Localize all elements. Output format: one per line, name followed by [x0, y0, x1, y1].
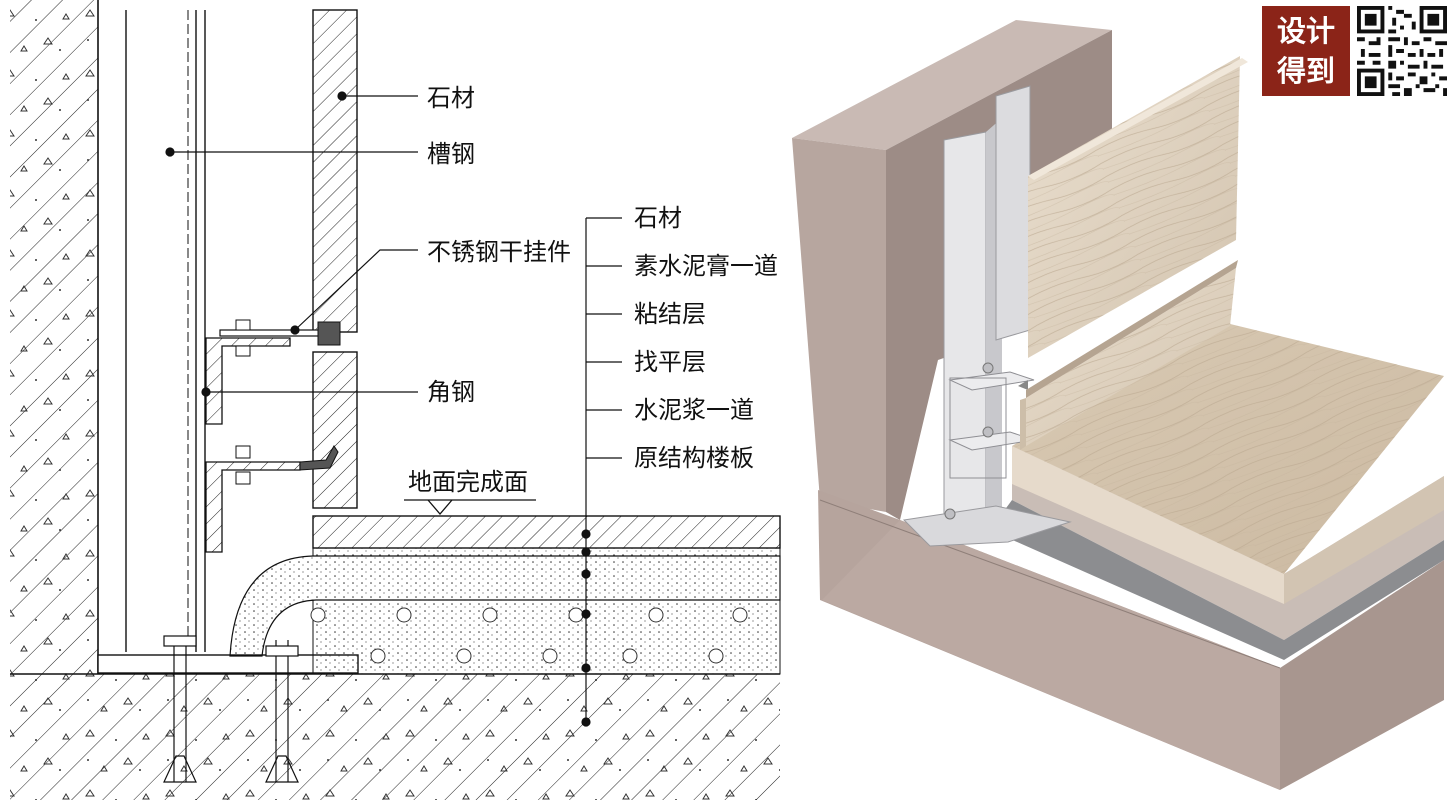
- section-drawing: [10, 0, 781, 800]
- label-stone: 石材: [427, 84, 475, 112]
- label-angle-steel: 角钢: [427, 378, 475, 406]
- axonometric-render: [792, 20, 1444, 790]
- floor-layer-label: 水泥浆一道: [634, 396, 754, 424]
- brand-logo: 设计 得到: [1262, 6, 1350, 96]
- floor-layer-label: 找平层: [634, 348, 706, 376]
- floor-layer-label: 素水泥膏一道: [634, 252, 778, 280]
- logo-text-line: 得到: [1276, 54, 1335, 88]
- floor-layer-label: 粘结层: [634, 300, 706, 328]
- label-ss-bracket: 不锈钢干挂件: [427, 238, 571, 266]
- floor-layer-label: 石材: [634, 204, 682, 232]
- label-floor-finish: 地面完成面: [408, 468, 528, 496]
- label-channel-steel: 槽钢: [427, 140, 475, 168]
- qr-code-icon: [1357, 6, 1447, 96]
- logo-text-line: 设计: [1276, 14, 1335, 48]
- floor-layer-label: 原结构楼板: [634, 444, 754, 472]
